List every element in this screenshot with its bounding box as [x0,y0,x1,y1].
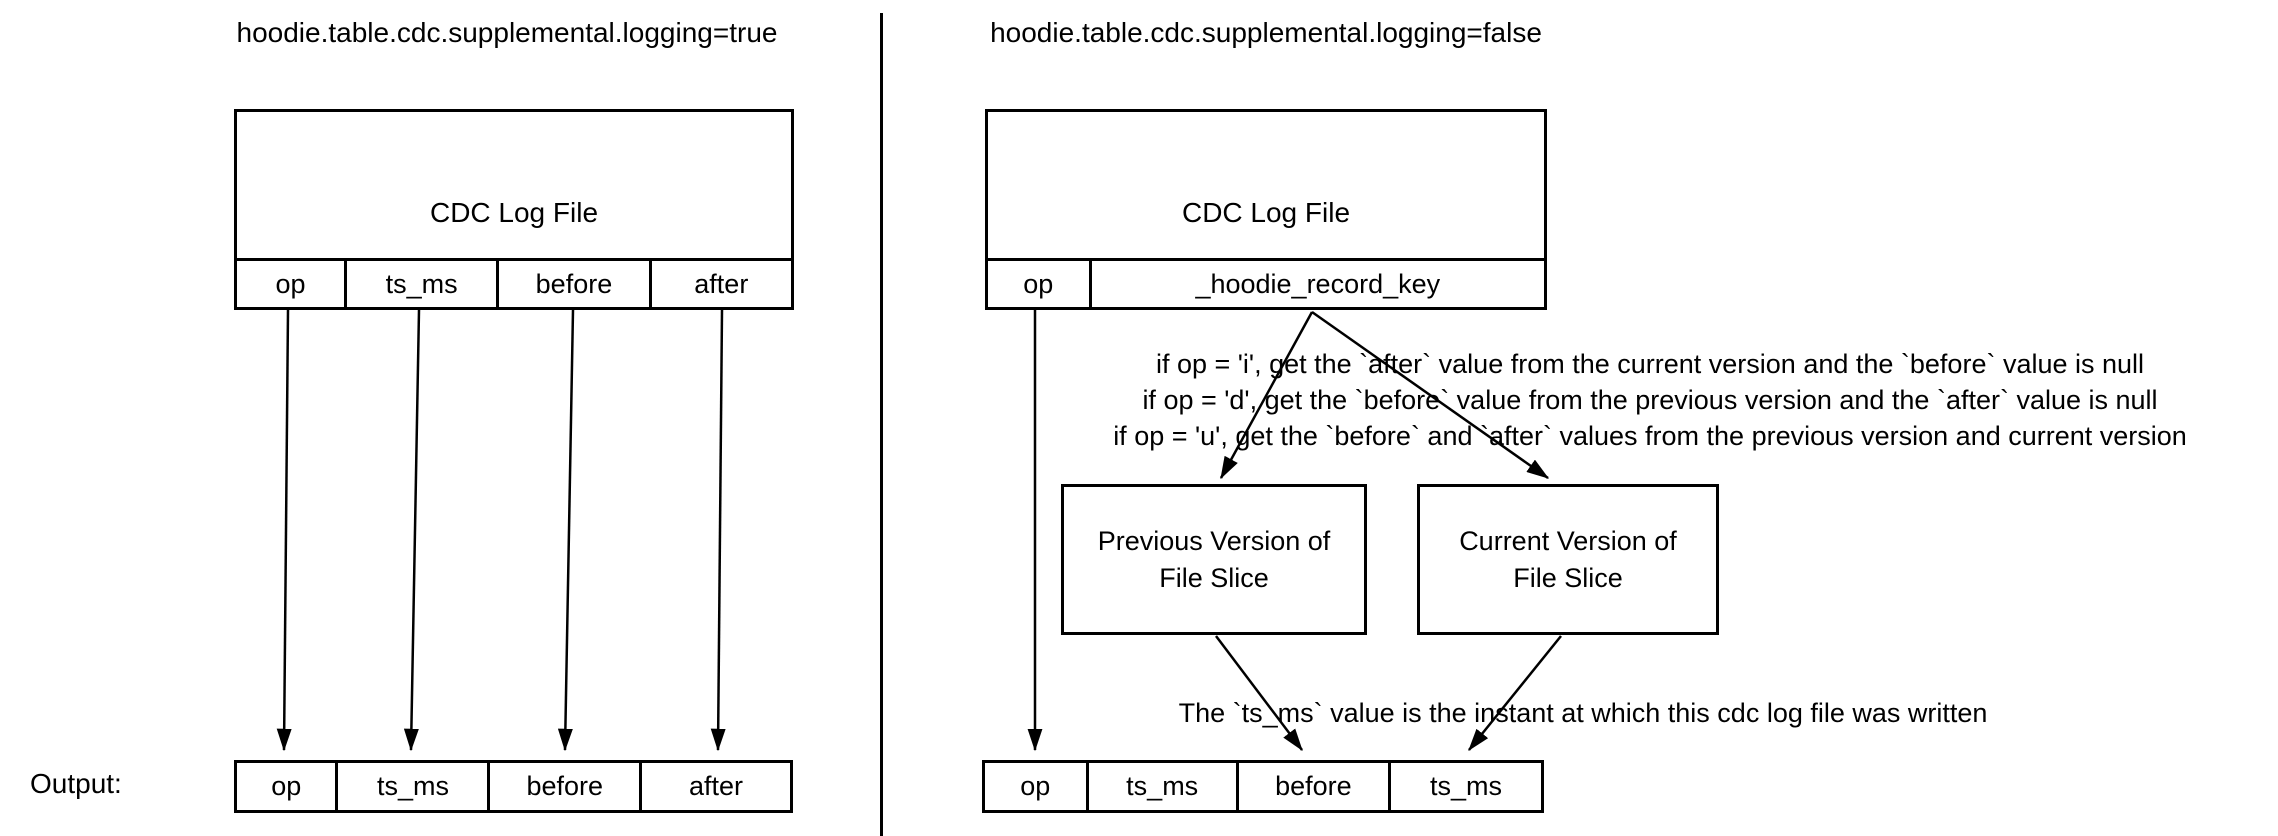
left-cdc-log-file-label: CDC Log File [429,197,599,228]
op-rules-text: if op = 'i', get the `after` value from … [1022,346,2278,454]
op-rule-delete: if op = 'd', get the `before` value from… [1142,385,2158,415]
arrow-left-ts-ms [403,309,421,752]
right-output-ts-ms: ts_ms [1085,763,1236,810]
op-rule-update: if op = 'u', get the `before` and `after… [1113,421,2187,451]
left-col-ts-ms: ts_ms [343,261,496,307]
right-output-row: op ts_ms before ts_ms [982,760,1544,813]
panel-divider-line [880,13,883,836]
left-cdc-columns-row: op ts_ms before after [237,258,791,307]
right-col-op: op [1023,268,1054,299]
right-cdc-log-file-box: CDC Log File op _hoodie_record_key [985,109,1547,310]
current-version-line1: Current Version of [1459,525,1677,556]
left-output-op: op [271,771,302,801]
left-panel-title: hoodie.table.cdc.supplemental.logging=tr… [236,17,778,48]
previous-version-file-slice-box: Previous Version of File Slice [1061,484,1367,635]
left-output-after: after [639,763,790,810]
previous-version-line1: Previous Version of [1097,525,1331,556]
left-output-row: op ts_ms before after [234,760,793,813]
right-output-op: op [1020,771,1051,801]
right-cdc-log-file-label: CDC Log File [1181,197,1351,228]
left-col-op: op [275,268,306,299]
right-output-before: before [1235,763,1388,810]
arrow-left-after [710,309,726,752]
ts-ms-note-text: The `ts_ms` value is the instant at whic… [1178,698,1988,728]
right-col-hoodie-record-key: _hoodie_record_key [1088,261,1544,307]
output-label: Output: [30,768,122,799]
left-col-before: before [496,261,648,307]
current-version-line2: File Slice [1513,562,1623,593]
left-col-after: after [648,261,791,307]
right-cdc-columns-row: op _hoodie_record_key [988,258,1544,307]
op-rule-insert: if op = 'i', get the `after` value from … [1155,349,2145,379]
left-output-before: before [487,763,639,810]
arrow-left-before [557,309,575,752]
arrow-left-op [276,309,292,752]
arrow-previous-to-before [1215,635,1303,751]
left-output-ts-ms: ts_ms [335,763,487,810]
left-cdc-log-file-box: CDC Log File op ts_ms before after [234,109,794,310]
current-version-file-slice-box: Current Version of File Slice [1417,484,1719,635]
right-output-ts-ms-2: ts_ms [1388,763,1541,810]
right-panel-title: hoodie.table.cdc.supplemental.logging=fa… [990,17,1542,48]
previous-version-line2: File Slice [1159,562,1269,593]
arrow-current-to-ts-ms [1468,635,1562,751]
